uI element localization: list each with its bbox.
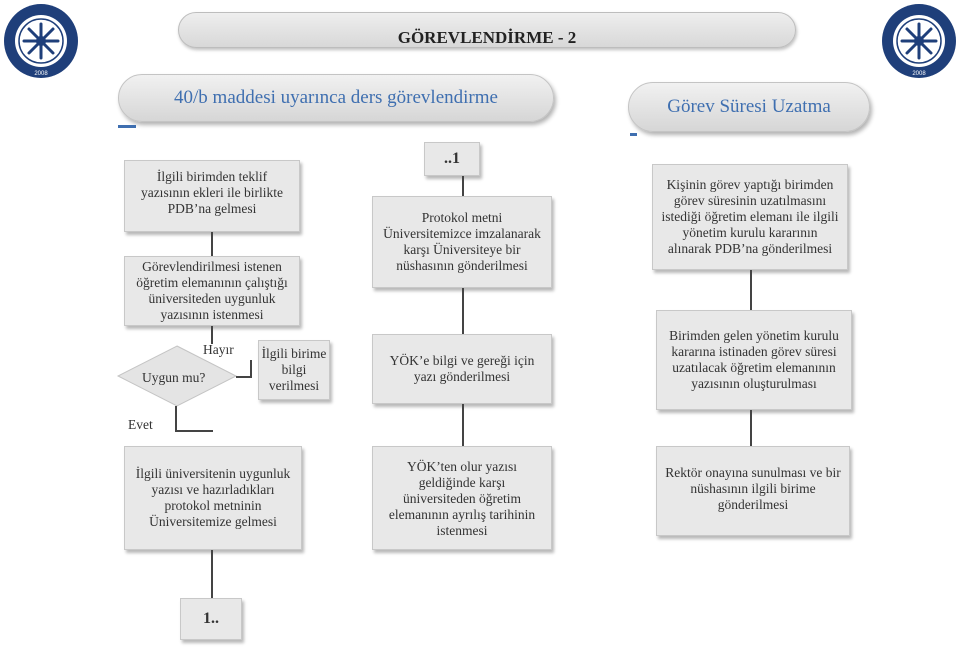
left-step-1: İlgili birimden teklif yazısının ekleri … [124, 160, 300, 232]
connector-mid-2 [462, 404, 464, 446]
connector-right-2 [750, 410, 752, 446]
connector-left-2 [211, 326, 213, 344]
university-seal-left: 2008 [4, 4, 78, 78]
left-section-title: 40/b maddesi uyarınca ders görevlendirme [174, 87, 498, 108]
left-section-dash [118, 125, 136, 128]
left-section-title-pill: 40/b maddesi uyarınca ders görevlendirme [118, 74, 554, 122]
right-section-title-pill: Görev Süresi Uzatma [628, 82, 870, 132]
left-step-2: Görevlendirilmesi istenen öğretim eleman… [124, 256, 300, 326]
no-label: Hayır [203, 342, 234, 357]
off-page-connector-in: ..1 [424, 142, 480, 176]
svg-text:2008: 2008 [34, 71, 48, 77]
yes-label: Evet [128, 417, 153, 432]
connector-left-1 [211, 232, 213, 256]
connector-mid-1 [462, 288, 464, 334]
middle-step-3: YÖK’ten olur yazısı geldiğinde karşı üni… [372, 446, 552, 550]
connector-mid-0 [462, 176, 464, 196]
decision-text: Uygun mu? [142, 370, 206, 385]
right-section-dash [630, 133, 637, 136]
right-step-1: Kişinin görev yaptığı birimden görev sür… [652, 164, 848, 270]
svg-text:2008: 2008 [912, 71, 926, 77]
connector-left-3 [211, 550, 213, 598]
page-title-bar: GÖREVLENDİRME - 2 [178, 12, 796, 48]
university-seal-right: 2008 [882, 4, 956, 78]
middle-step-1: Protokol metni Üniversitemizce imzalanar… [372, 196, 552, 288]
page-title: GÖREVLENDİRME - 2 [397, 28, 577, 47]
right-section-title: Görev Süresi Uzatma [667, 96, 831, 117]
connector-no-h [236, 376, 252, 378]
right-step-3: Rektör onayına sunulması ve bir nüshasın… [656, 446, 850, 536]
decision-diamond [116, 345, 238, 407]
middle-step-2: YÖK’e bilgi ve gereği için yazı gönderil… [372, 334, 552, 404]
connector-no-v [250, 360, 252, 378]
connector-right-1 [750, 270, 752, 310]
right-step-2: Birimden gelen yönetim kurulu kararına i… [656, 310, 852, 410]
left-step-3: İlgili üniversitenin uygunluk yazısı ve … [124, 446, 302, 550]
connector-yes-1 [175, 406, 177, 430]
connector-yes-2 [175, 430, 213, 432]
no-result-box: İlgili birime bilgi verilmesi [258, 340, 330, 400]
off-page-connector-out: 1.. [180, 598, 242, 640]
